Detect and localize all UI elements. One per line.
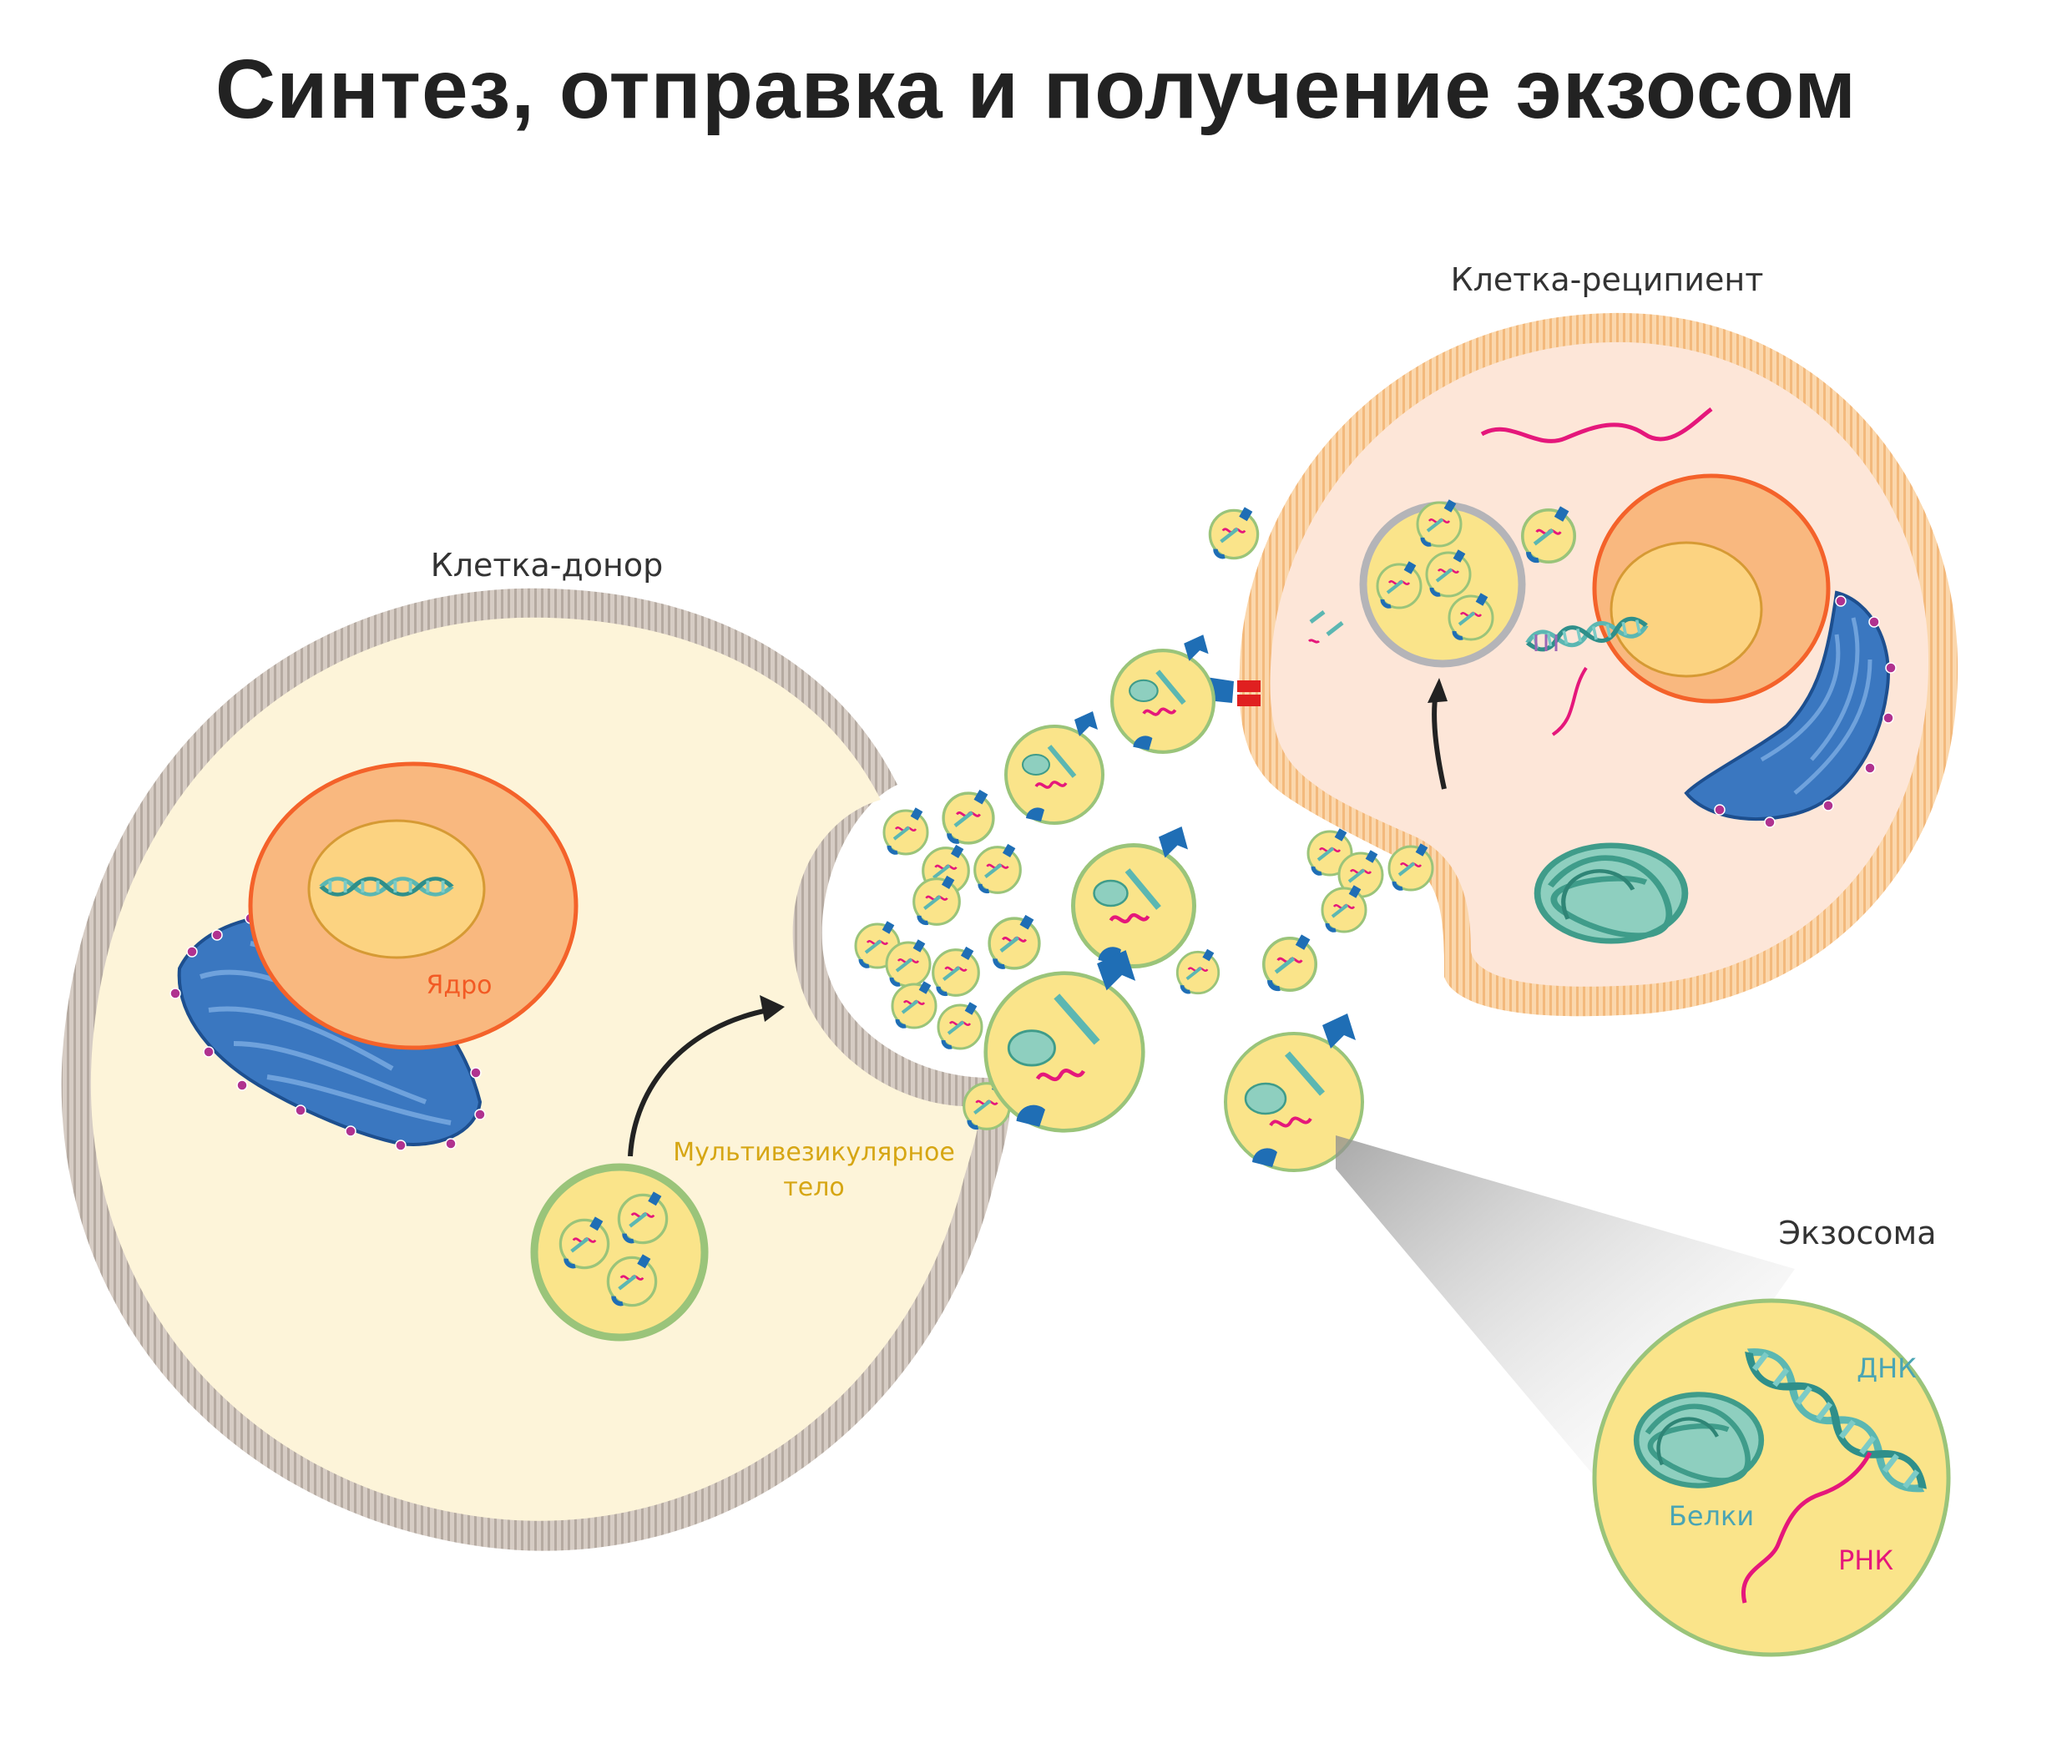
uptake-arrow-head — [1428, 678, 1448, 703]
recipient-proteins — [1538, 846, 1685, 941]
rna-label: РНК — [1838, 1544, 1893, 1576]
recipient-endoplasmic-reticulum — [1684, 590, 1897, 828]
exosome-label: Экзосома — [1778, 1215, 1936, 1251]
secretion-arrow-head — [760, 995, 785, 1022]
mvb-label-line2: тело — [783, 1173, 844, 1202]
exosome-proteins — [1636, 1394, 1761, 1485]
diagram-title: Синтез, отправка и получение экзосом — [215, 43, 1857, 136]
donor-cell: Ядро Мультивезикулярное тело — [61, 588, 1010, 1551]
exosome-enlarged — [1592, 1298, 1951, 1657]
dna-fragments — [1307, 610, 1344, 644]
nucleus-label: Ядро — [427, 971, 493, 1000]
secretion-arrow — [628, 1008, 769, 1157]
donor-cell-label: Клетка-донор — [431, 547, 663, 584]
donor-nucleus — [248, 761, 579, 1050]
recipient-endosome — [1359, 499, 1526, 668]
mvb-label-line1: Мультивезикулярное — [673, 1138, 955, 1167]
multivesicular-body — [530, 1163, 709, 1342]
donor-cytoplasm — [90, 617, 978, 1521]
dna-label: ДНК — [1857, 1352, 1917, 1384]
recipient-cell — [1199, 312, 1958, 1017]
proteins-label: Белки — [1669, 1500, 1754, 1532]
exosome-zoom — [1336, 1135, 1951, 1657]
recipient-cell-label: Клетка-реципиент — [1451, 261, 1764, 298]
exosome-rna — [1741, 1451, 1872, 1604]
recipient-nucleus — [1526, 473, 1831, 736]
recipient-rna — [1480, 407, 1713, 443]
